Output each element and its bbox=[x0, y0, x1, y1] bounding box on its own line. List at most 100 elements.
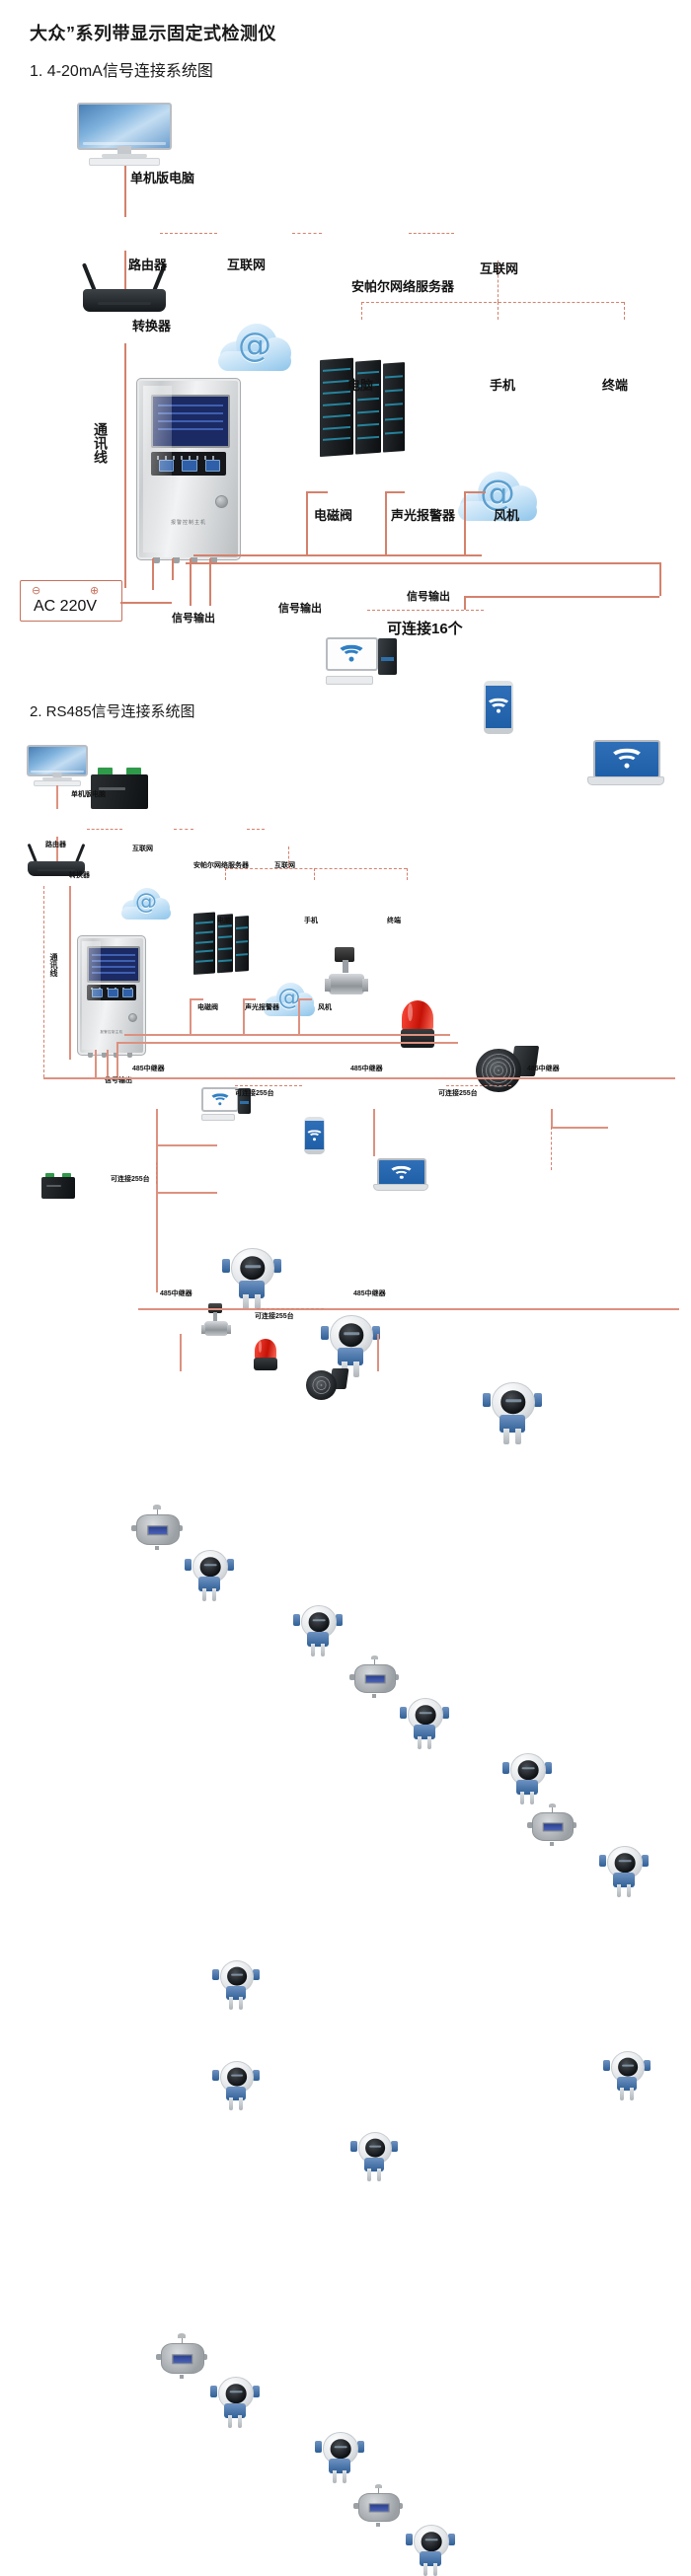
router-icon bbox=[81, 258, 168, 312]
485-repeater-icon bbox=[527, 1803, 576, 1847]
cloud-internet-icon-2: @ bbox=[456, 468, 539, 523]
label-pc: 电脑 bbox=[347, 378, 374, 393]
label-comm-line-2: 通讯线 bbox=[49, 953, 58, 977]
wire-ctrl-drop-2 bbox=[172, 558, 174, 580]
label-connect-255-4: 可连接255台 bbox=[255, 1313, 294, 1320]
label-comm-line: 通讯线 bbox=[93, 422, 109, 464]
mobile-phone-icon-2 bbox=[304, 1117, 325, 1154]
standalone-pc-icon bbox=[77, 103, 172, 166]
wire-branch-1-dash bbox=[156, 1162, 157, 1184]
page-title: 大众”系列带显示固定式检测仪 bbox=[30, 24, 276, 43]
wire-fan-drop-2 bbox=[298, 998, 300, 1034]
system-diagram-page: 大众”系列带显示固定式检测仪 1. 4-20mA信号连接系统图 2. RS485… bbox=[20, 24, 679, 2576]
label-terminal: 终端 bbox=[602, 378, 629, 393]
label-internet-1: 互联网 bbox=[227, 258, 267, 272]
wire-branch-2 bbox=[373, 1109, 375, 1156]
label-converter: 转换器 bbox=[132, 319, 172, 333]
gas-detector-icon bbox=[400, 1694, 449, 1749]
label-signal-output-2: 信号输出 bbox=[278, 603, 322, 615]
label-sound-light-alarm: 声光报警器 bbox=[391, 508, 456, 523]
wire-branch-3 bbox=[551, 1109, 553, 1127]
wire-bus-pc-2 bbox=[225, 868, 226, 880]
485-repeater-icon bbox=[156, 2333, 207, 2380]
wire-bus-down-left bbox=[116, 1042, 118, 1077]
cloud-internet-icon-3: @ bbox=[120, 886, 172, 921]
label-phone: 手机 bbox=[490, 378, 516, 393]
wire-pc-router-2 bbox=[56, 785, 58, 809]
wire-ctrl-drop-4 bbox=[209, 558, 211, 606]
cloud-internet-icon-4: @ bbox=[263, 981, 316, 1018]
alarm-beacon-icon-2 bbox=[253, 1339, 278, 1370]
label-standalone-pc-2: 单机版电脑 bbox=[71, 791, 106, 798]
wire-beacon-h-2 bbox=[243, 998, 256, 1000]
wire-client-bus bbox=[361, 302, 624, 303]
router-icon-2 bbox=[27, 841, 86, 876]
wire-fan-h bbox=[464, 491, 486, 493]
wire-internet-server bbox=[292, 233, 322, 234]
wire-internet-server-2 bbox=[174, 829, 193, 830]
wire-bus-phone-2 bbox=[314, 868, 315, 880]
mobile-phone-icon bbox=[484, 681, 513, 734]
wire-branch-3-dash bbox=[551, 1127, 552, 1170]
label-server: 安帕尔网络服务器 bbox=[351, 279, 455, 294]
wire-internet2-bus bbox=[498, 260, 499, 302]
wire-ctrl-out-1 bbox=[95, 1050, 97, 1077]
label-fan-2: 风机 bbox=[318, 1004, 332, 1011]
gas-detector-icon bbox=[185, 1546, 234, 1601]
label-terminal-2: 终端 bbox=[387, 918, 401, 924]
laptop-terminal-icon bbox=[587, 740, 664, 785]
wire-ctrl-drop-3 bbox=[190, 558, 192, 606]
wire-branch-4 bbox=[180, 1334, 182, 1371]
wire-255-dash-1 bbox=[235, 1085, 302, 1086]
wire-bus-right-down bbox=[659, 562, 661, 596]
wire-valve-h-2 bbox=[190, 998, 203, 1000]
label-connect-16: 可连接16个 bbox=[387, 621, 463, 637]
blower-fan-icon-2 bbox=[306, 1368, 349, 1402]
wire-bus-terminal-2 bbox=[407, 868, 408, 880]
wire-comm-line bbox=[124, 343, 126, 588]
wire-router-internet bbox=[160, 233, 217, 234]
wire-pc-router bbox=[124, 164, 126, 217]
label-repeater-2: 485中继器 bbox=[350, 1066, 383, 1072]
label-repeater-5: 485中继器 bbox=[353, 1290, 386, 1297]
terminal-minus-icon: ⊖ bbox=[32, 585, 41, 597]
wire-power-to-ctrl bbox=[120, 602, 172, 604]
wire-255-dash-2 bbox=[446, 1085, 511, 1086]
wire-ctrl-feed bbox=[69, 886, 71, 1060]
label-internet-4: 互联网 bbox=[274, 862, 295, 869]
wire-branch-3-a bbox=[551, 1127, 608, 1129]
power-supply-box: ⊖ ⊕ AC 220V bbox=[20, 580, 122, 622]
desktop-pc-icon-2 bbox=[201, 1087, 251, 1121]
wire-detector-top bbox=[464, 596, 659, 598]
label-internet-2: 互联网 bbox=[480, 261, 519, 276]
label-repeater-4: 485中继器 bbox=[160, 1290, 192, 1297]
gas-detector-icon bbox=[350, 2128, 398, 2181]
wire-device-bus-2 bbox=[186, 562, 659, 564]
wire-detector-dashed bbox=[367, 610, 484, 611]
alarm-controller-icon: 报警控制主机 bbox=[136, 378, 241, 563]
gas-detector-icon bbox=[320, 1310, 381, 1377]
wire-branch-1-a bbox=[156, 1144, 217, 1146]
wire-branch-5 bbox=[377, 1334, 379, 1371]
alarm-controller-icon-2: 报警控制主机 bbox=[77, 935, 146, 1058]
label-fan: 风机 bbox=[494, 508, 520, 523]
label-repeater-3: 485中继器 bbox=[527, 1066, 560, 1072]
standalone-pc-icon-2 bbox=[27, 745, 88, 786]
wire-fan-h-2 bbox=[298, 998, 312, 1000]
solenoid-valve-icon bbox=[325, 947, 368, 996]
section-1-title: 1. 4-20mA信号连接系统图 bbox=[30, 63, 213, 80]
wire-485-trunk-2 bbox=[138, 1308, 679, 1310]
wire-server-internet2 bbox=[409, 233, 454, 234]
wire-router-converter bbox=[124, 251, 126, 302]
wire-fan-drop bbox=[464, 491, 466, 554]
wire-device-bus-d2-b bbox=[116, 1042, 458, 1044]
label-pc-2: 电脑 bbox=[217, 918, 231, 924]
label-connect-255-3: 可连接255台 bbox=[111, 1176, 150, 1183]
gas-detector-icon bbox=[315, 2428, 364, 2483]
gas-detector-icon bbox=[599, 1842, 649, 1897]
gas-detector-icon bbox=[502, 1749, 552, 1804]
wire-bus-phone bbox=[498, 302, 499, 320]
gas-detector-icon bbox=[482, 1377, 543, 1444]
blower-fan-icon bbox=[476, 1046, 540, 1095]
label-solenoid-valve: 电磁阀 bbox=[314, 508, 353, 523]
